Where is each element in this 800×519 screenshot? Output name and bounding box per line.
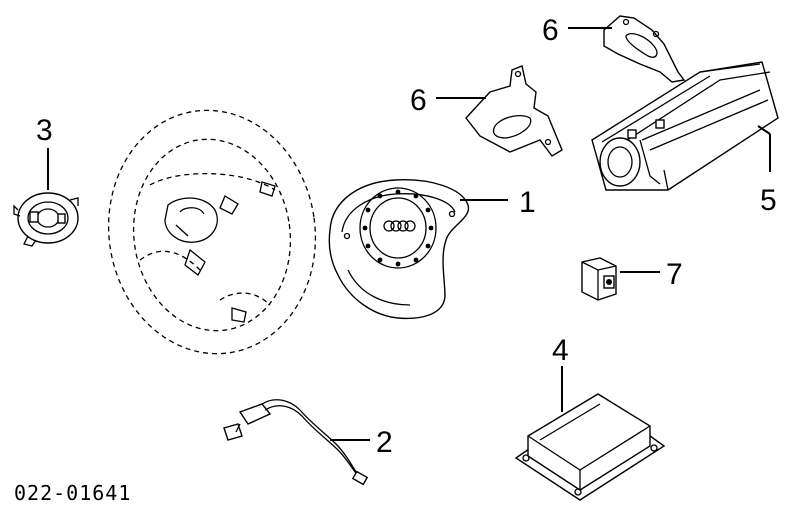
callout-6-right: 6 bbox=[542, 14, 559, 47]
driver-airbag-drawing bbox=[328, 179, 508, 320]
clock-spring-drawing bbox=[13, 148, 79, 247]
callout-5: 5 bbox=[760, 184, 777, 217]
callout-2: 2 bbox=[376, 426, 393, 459]
control-unit-drawing bbox=[514, 366, 666, 501]
wiring-harness-drawing bbox=[223, 399, 370, 486]
sensor-drawing bbox=[581, 257, 660, 301]
callout-6-left: 6 bbox=[410, 84, 427, 117]
passenger-airbag-drawing bbox=[591, 61, 779, 191]
callout-7: 7 bbox=[666, 258, 683, 291]
callout-3: 3 bbox=[36, 114, 53, 147]
callout-4: 4 bbox=[552, 334, 569, 367]
steering-wheel-phantom bbox=[107, 109, 317, 355]
bracket-left-drawing bbox=[436, 65, 563, 157]
bracket-right-drawing bbox=[568, 15, 686, 83]
part-number: 022-01641 bbox=[14, 481, 131, 505]
callout-1: 1 bbox=[519, 186, 536, 219]
